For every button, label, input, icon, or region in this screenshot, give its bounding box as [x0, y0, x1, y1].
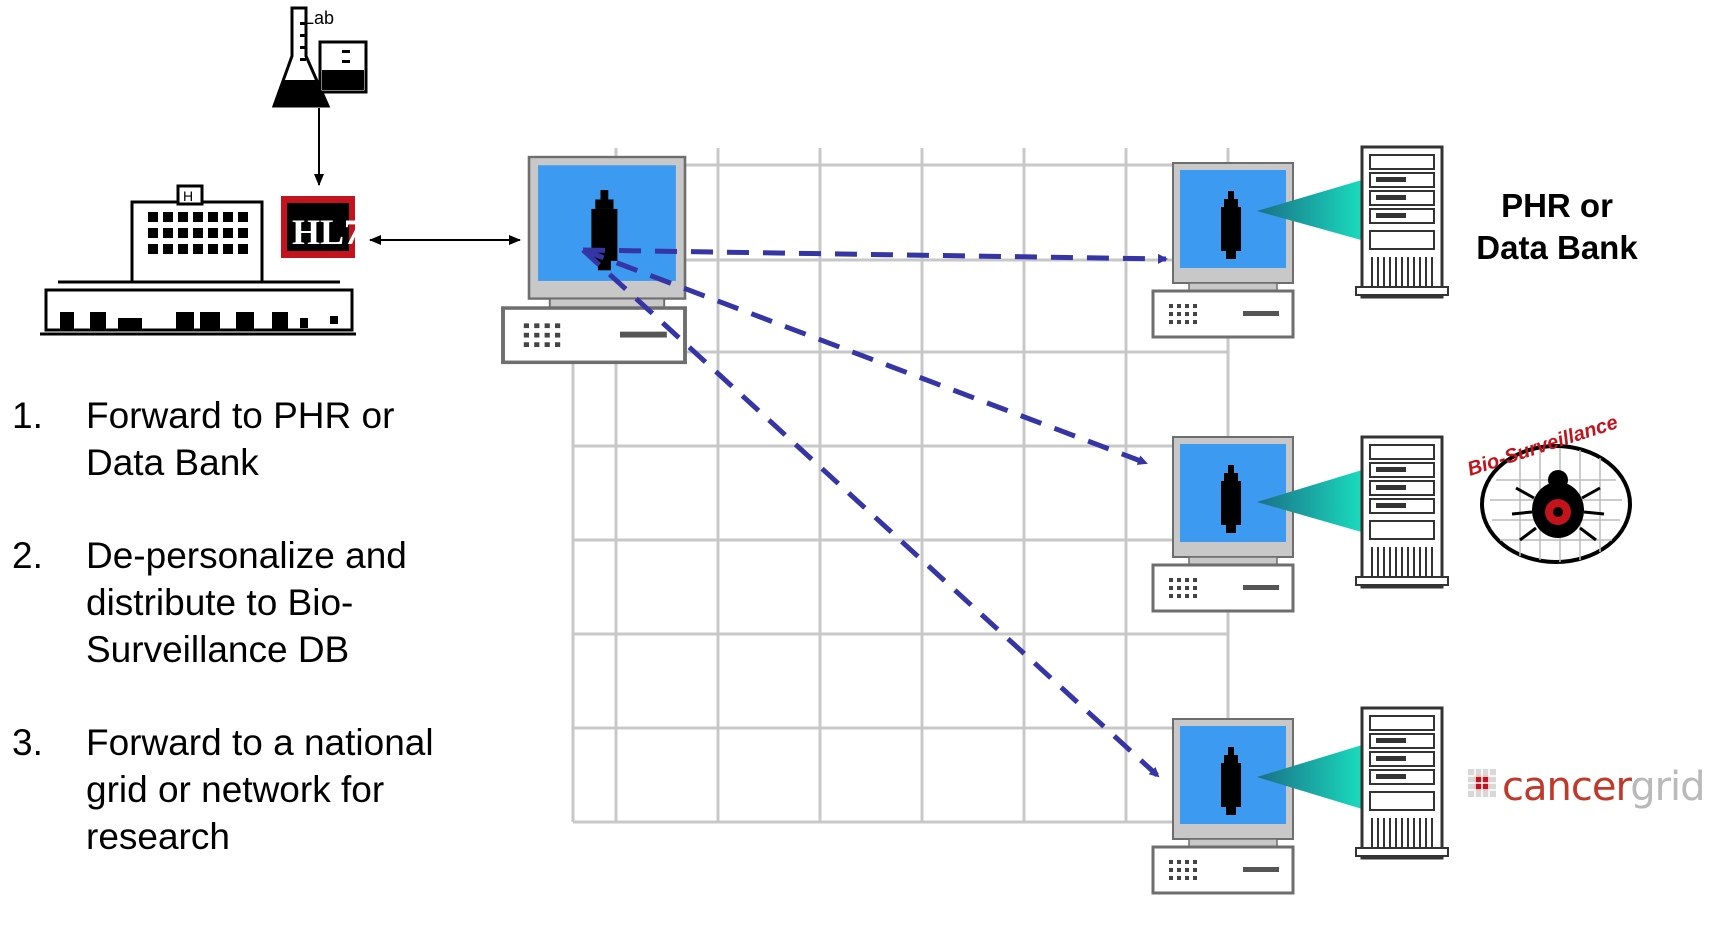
- hl7-logo-text: HL7: [292, 212, 362, 252]
- connection-beam: [1257, 467, 1372, 535]
- cancergrid-logo-text-grid: grid: [1630, 764, 1705, 810]
- destination-computer-icon: [1151, 717, 1295, 895]
- cancergrid-logo-text: cancergrid: [1502, 764, 1706, 810]
- steps-list: 1. Forward to PHR or Data Bank 2. De-per…: [12, 392, 472, 906]
- server-icon: [1354, 435, 1450, 589]
- arrow-to-bio-surveillance: [582, 247, 1148, 466]
- step-item: 1. Forward to PHR or Data Bank: [12, 392, 472, 486]
- step-item: 2. De-personalize and distribute to Bio-…: [12, 532, 472, 673]
- svg-text:H: H: [183, 188, 193, 204]
- step-number: 1.: [12, 395, 43, 436]
- arrow-to-phr: [582, 247, 1168, 264]
- cancergrid-logo-icon: [1468, 769, 1496, 797]
- hospital-icon: H: [40, 184, 356, 336]
- cancergrid-logo-text-cancer: cancer: [1502, 764, 1631, 810]
- destination-computer-icon: [1151, 161, 1295, 339]
- destination-computer-icon: [1151, 435, 1295, 613]
- lab-beaker-icon: [271, 6, 368, 108]
- lab-label: Lab: [304, 8, 335, 28]
- arrow-to-cancergrid: [581, 248, 1160, 778]
- connection-beam: [1257, 177, 1372, 243]
- step-item: 3. Forward to a national grid or network…: [12, 719, 472, 860]
- step-text: Forward to PHR or Data Bank: [86, 395, 395, 483]
- phr-data-bank-label: PHR or Data Bank: [1462, 185, 1652, 269]
- hl7-logo-icon: HL7: [281, 196, 362, 258]
- step-number: 2.: [12, 535, 43, 576]
- bio-surveillance-logo-icon: Bio-Surveillance: [1465, 411, 1632, 564]
- server-icon: [1354, 706, 1450, 860]
- step-text: De-personalize and distribute to Bio-Sur…: [86, 535, 407, 670]
- server-icon: [1354, 145, 1450, 299]
- step-text: Forward to a national grid or network fo…: [86, 722, 434, 857]
- connection-beam: [1257, 742, 1372, 812]
- phr-label-text: PHR or Data Bank: [1476, 187, 1638, 266]
- step-number: 3.: [12, 722, 43, 763]
